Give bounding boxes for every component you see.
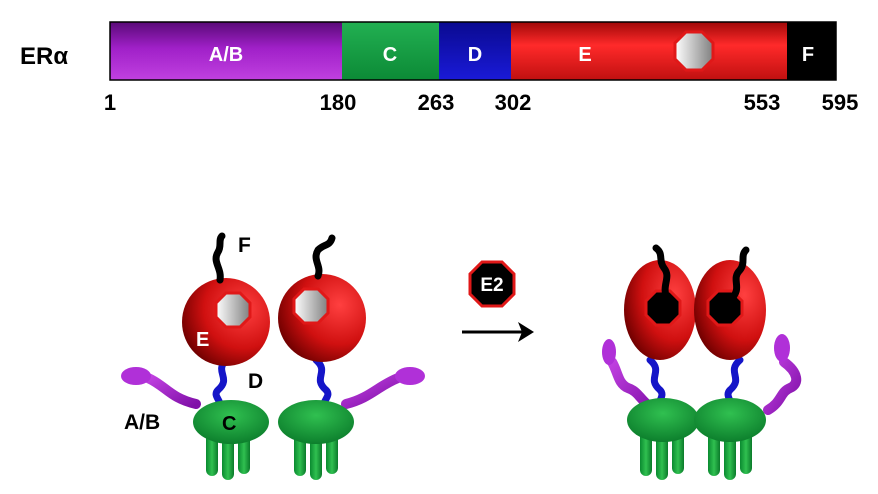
f-tail-shape [652,244,672,304]
position-label: 553 [744,90,781,115]
f-tail-shape [726,246,750,304]
position-label: 595 [822,90,859,115]
ligand-pocket-icon [292,287,330,325]
c-domain-shape [627,398,699,442]
ligand-label: E2 [480,275,503,296]
position-label: 263 [418,90,455,115]
position-label: 1 [104,90,116,115]
apo-dimer: F E D A/B C [121,232,425,480]
domain-e [511,22,787,80]
apo-monomer-left [121,232,270,480]
apo-monomer-right [278,234,425,480]
f-tail-shape [212,232,226,284]
label-e: E [196,329,209,351]
domain-label-c: C [383,44,397,66]
liganded-dimer [602,244,802,480]
domain-label-f: F [802,44,814,66]
liganded-monomer-right [694,246,802,480]
e2-ligand-icon [468,260,516,308]
position-label: 180 [320,90,357,115]
domain-c [342,22,439,80]
protein-name: ERα [20,43,68,70]
label-ab: A/B [124,411,160,434]
ligand-binding: E2 [462,260,534,342]
residue-positions: 1 180 263 302 553 595 [104,90,858,115]
liganded-monomer-left [602,244,699,480]
bound-ligand-icon [644,289,682,327]
domain-f [787,22,836,80]
c-domain-shape [193,400,269,444]
ab-domain-shape [774,334,790,362]
ab-domain-shape [121,367,151,385]
domain-label-e: E [578,44,591,66]
ab-domain-shape [395,367,425,385]
label-c: C [222,413,236,435]
domain-label-d: D [468,44,482,66]
label-d: D [248,370,263,393]
ab-domain-shape [602,339,616,365]
domain-ab [110,22,342,80]
position-label: 302 [495,90,532,115]
c-domain-shape [278,400,354,444]
domain-label-ab: A/B [209,44,243,66]
label-f: F [238,234,251,257]
domain-bar: A/B C D E F [109,21,837,81]
ligand-pocket-icon [673,30,715,72]
arrow-head-icon [518,322,534,342]
f-tail-shape [312,234,336,280]
domain-d [439,22,511,80]
c-domain-shape [694,398,766,442]
ligand-pocket-icon [214,291,252,329]
